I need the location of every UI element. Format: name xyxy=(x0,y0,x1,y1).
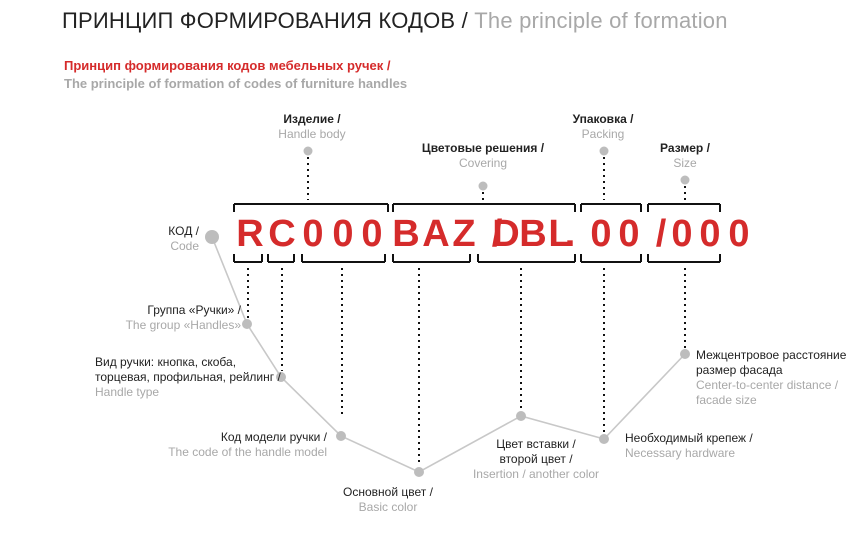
code-char: 0 xyxy=(302,213,324,255)
label-hardware: Необходимый крепеж /Necessary hardware xyxy=(625,431,753,460)
label-handle-type: Вид ручки: кнопка, скоба,торцевая, профи… xyxy=(95,355,281,399)
code-char: L xyxy=(548,213,572,255)
subtitle-ru: Принцип формирования кодов мебельных руч… xyxy=(64,58,391,73)
connector-group xyxy=(247,157,686,466)
title-en: The principle of formation xyxy=(474,8,728,33)
node-basic-color xyxy=(414,467,424,477)
node-group xyxy=(242,319,252,329)
code-char: C xyxy=(268,213,296,255)
node-distance xyxy=(680,349,690,359)
label-group: Группа «Ручки» /The group «Handles» xyxy=(125,303,241,332)
code-char: 0 xyxy=(671,213,693,255)
label-model: Код модели ручки /The code of the handle… xyxy=(168,430,327,459)
code-char: A xyxy=(422,213,450,255)
label-covering: Цветовые решения /Covering xyxy=(421,141,545,170)
label-insert-color: Цвет вставки /второй цвет /Insertion / a… xyxy=(472,437,600,481)
code-char: D xyxy=(492,213,520,255)
subtitle-en: The principle of formation of codes of f… xyxy=(64,76,408,91)
code-char: 0 xyxy=(332,213,354,255)
code-char: 0 xyxy=(618,213,640,255)
code-char: B xyxy=(392,213,420,255)
title-ru: ПРИНЦИП ФОРМИРОВАНИЯ КОДОВ / xyxy=(62,8,468,33)
code-char: / xyxy=(491,213,503,255)
node-hardware xyxy=(599,434,609,444)
code-char: . xyxy=(564,213,576,255)
label-basic-color: Основной цвет /Basic color xyxy=(343,485,433,514)
page-title: ПРИНЦИП ФОРМИРОВАНИЯ КОДОВ / The princip… xyxy=(62,8,728,34)
code-char: 0 xyxy=(728,213,750,255)
code-char: R xyxy=(236,213,264,255)
connection-polyline xyxy=(211,236,686,473)
node-handle-type xyxy=(276,372,286,382)
node-insert-color xyxy=(516,411,526,421)
label-packing: Упаковка /Packing xyxy=(572,112,634,141)
node-model xyxy=(336,431,346,441)
node-group xyxy=(205,146,690,477)
code-char: 0 xyxy=(590,213,612,255)
node-product xyxy=(303,146,313,156)
code-char: 0 xyxy=(699,213,721,255)
node-covering xyxy=(478,181,488,191)
node-size xyxy=(680,175,690,185)
label-product: Изделие /Handle body xyxy=(278,112,346,141)
bracket-group xyxy=(233,203,721,263)
node-code xyxy=(205,230,219,244)
node-packing xyxy=(599,146,609,156)
label-code: КОД /Code xyxy=(168,224,199,253)
code-char: B xyxy=(519,213,547,255)
label-size: Размер /Size xyxy=(660,141,710,170)
code-char: 0 xyxy=(361,213,383,255)
code-char: Z xyxy=(452,213,476,255)
code-char: / xyxy=(655,213,667,255)
